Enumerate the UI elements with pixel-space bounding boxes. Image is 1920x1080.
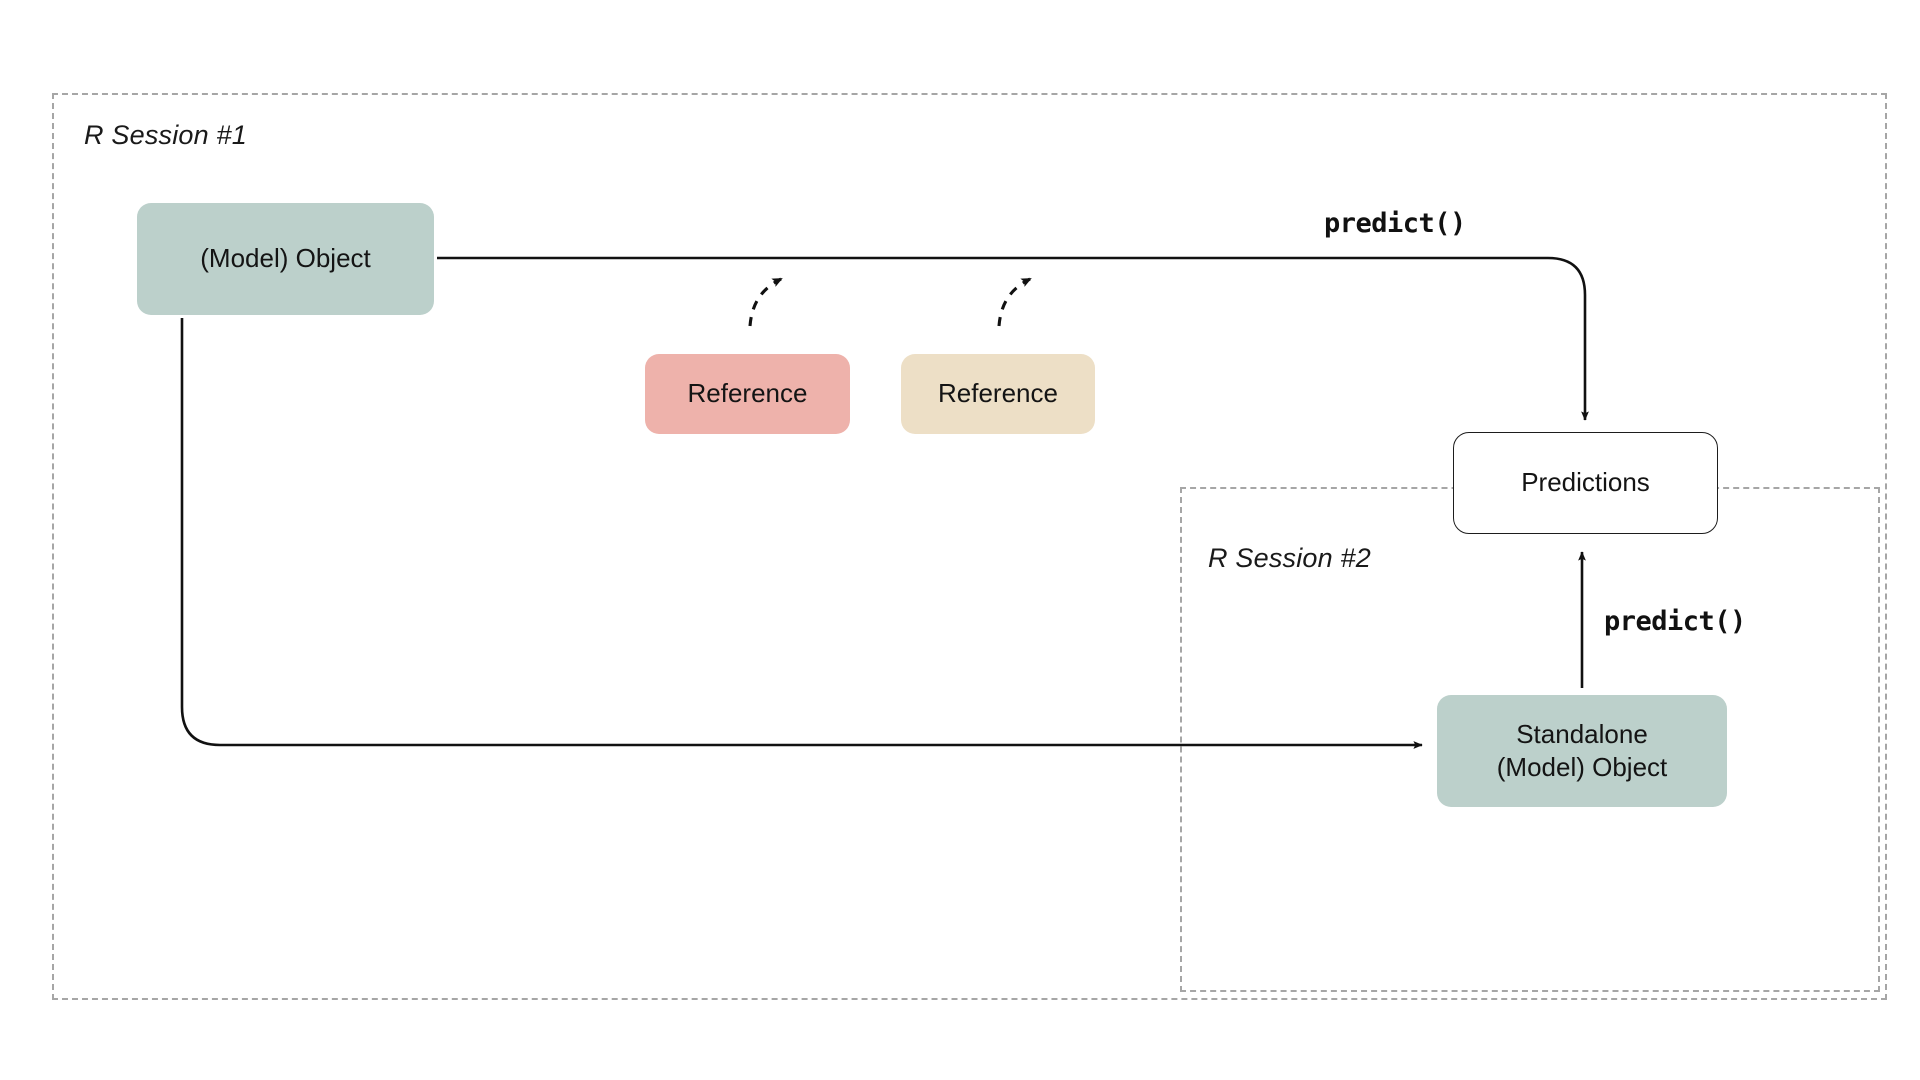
session-frame-1 <box>52 93 1887 1000</box>
edge-label-predict-top: predict() <box>1324 208 1466 239</box>
node-standalone-label-line-1: Standalone <box>1516 718 1648 749</box>
node-model-object-label: (Model) Object <box>200 243 371 274</box>
node-predictions-label: Predictions <box>1521 467 1650 498</box>
node-reference-1-label: Reference <box>687 378 808 409</box>
node-predictions[interactable]: Predictions <box>1453 432 1718 534</box>
node-standalone-model-object[interactable]: Standalone (Model) Object <box>1437 695 1727 807</box>
session-2-label: R Session #2 <box>1208 543 1371 573</box>
node-reference-1[interactable]: Reference <box>645 354 850 434</box>
node-model-object[interactable]: (Model) Object <box>137 203 434 315</box>
node-reference-2-label: Reference <box>938 378 1058 409</box>
node-standalone-label-line-2: (Model) Object <box>1496 752 1668 782</box>
edge-label-predict-bottom: predict() <box>1604 606 1746 637</box>
session-1-label: R Session #1 <box>84 120 247 150</box>
node-reference-2[interactable]: Reference <box>901 354 1095 434</box>
